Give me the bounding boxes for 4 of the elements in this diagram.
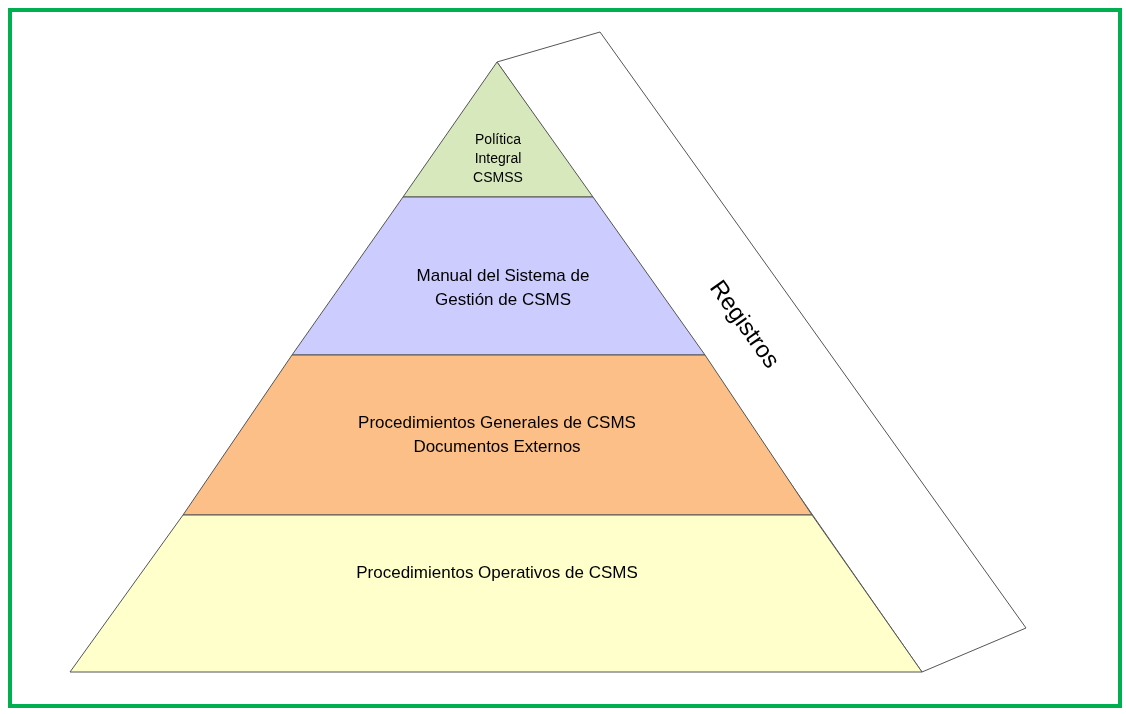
level-label: Procedimientos Generales de CSMS Documentos Externos [357, 412, 637, 458]
level-label: Manual del Sistema de Gestión de CSMS [415, 265, 591, 311]
level-label: Procedimientos Operativos de CSMS [355, 562, 639, 584]
level-label: Política Integral CSMSS [472, 129, 524, 187]
